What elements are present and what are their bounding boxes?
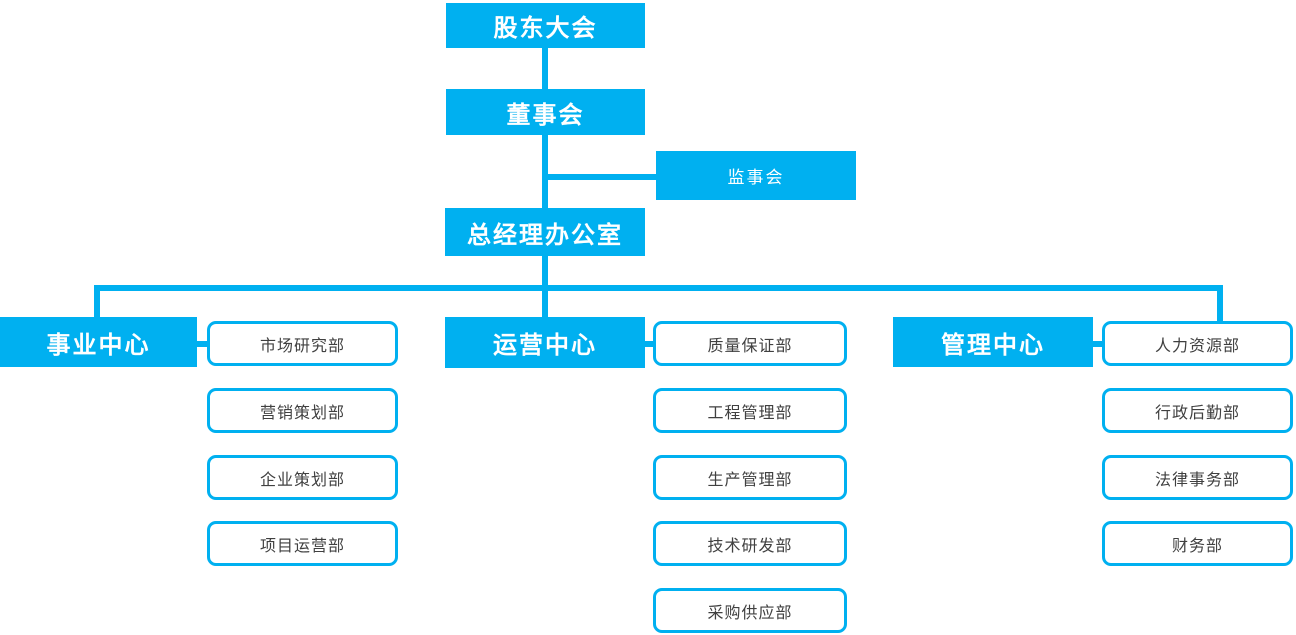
- node-management-center: 管理中心: [893, 317, 1093, 367]
- connector-board-supervisory: [545, 174, 656, 180]
- dept-quality-assurance: 质量保证部: [653, 321, 847, 366]
- node-operations-center: 运营中心: [445, 317, 645, 368]
- dept-corporate-planning: 企业策划部: [207, 455, 398, 500]
- connector-drop-management-center: [1217, 290, 1223, 321]
- node-shareholders-meeting: 股东大会: [446, 3, 645, 48]
- dept-technology-rd: 技术研发部: [653, 521, 847, 566]
- dept-admin-logistics: 行政后勤部: [1102, 388, 1293, 433]
- node-gm-office: 总经理办公室: [445, 208, 645, 256]
- dept-production-management: 生产管理部: [653, 455, 847, 500]
- dept-project-operations: 项目运营部: [207, 521, 398, 566]
- connector-drop-business-center: [94, 290, 100, 318]
- dept-legal-affairs: 法律事务部: [1102, 455, 1293, 500]
- node-business-center: 事业中心: [0, 317, 197, 367]
- node-supervisory-board: 监事会: [656, 151, 856, 200]
- node-board-of-directors: 董事会: [446, 89, 645, 135]
- connector-main-rail: [94, 285, 1223, 291]
- dept-finance: 财务部: [1102, 521, 1293, 566]
- connector-operations-dept: [644, 341, 654, 347]
- connector-board-gm: [542, 134, 548, 209]
- dept-procurement-supply: 采购供应部: [653, 588, 847, 633]
- dept-market-research: 市场研究部: [207, 321, 398, 366]
- dept-engineering-management: 工程管理部: [653, 388, 847, 433]
- dept-human-resources: 人力资源部: [1102, 321, 1293, 366]
- dept-marketing-planning: 营销策划部: [207, 388, 398, 433]
- connector-shareholders-board: [542, 47, 548, 90]
- connector-business-dept: [196, 341, 208, 347]
- connector-management-dept: [1092, 341, 1103, 347]
